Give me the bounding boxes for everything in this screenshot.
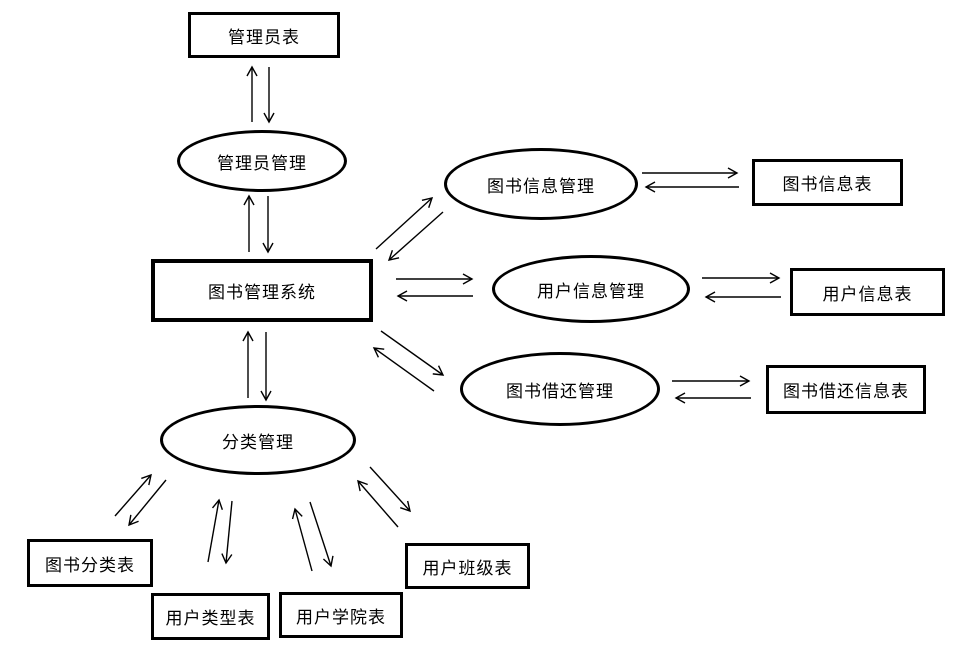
node-category-management: 分类管理 <box>160 405 356 475</box>
arrow-category-to-book-cat-table <box>128 479 167 527</box>
node-library-system-label: 图书管理系统 <box>208 283 316 303</box>
node-borrow-return-info-table: 图书借还信息表 <box>766 365 926 414</box>
node-book-category-table: 图书分类表 <box>27 539 153 587</box>
node-user-class-table: 用户班级表 <box>405 543 530 589</box>
node-user-college-table: 用户学院表 <box>279 592 403 638</box>
node-borrow-return-management: 图书借还管理 <box>460 352 660 426</box>
node-borrow-return-info-table-label: 图书借还信息表 <box>783 382 909 402</box>
node-admin-table-label: 管理员表 <box>228 27 300 48</box>
node-user-info-table-label: 用户信息表 <box>822 284 913 305</box>
node-book-info-management: 图书信息管理 <box>444 148 638 220</box>
node-user-type-table: 用户类型表 <box>151 593 270 640</box>
arrow-book-info-mgmt-to-system <box>387 211 444 261</box>
node-admin-management-label: 管理员管理 <box>217 153 307 174</box>
arrow-category-to-user-type-table <box>221 500 233 565</box>
node-user-class-table-label: 用户班级表 <box>422 558 513 579</box>
arrow-book-cat-table-to-category <box>114 473 152 517</box>
node-admin-table: 管理员表 <box>188 12 340 58</box>
node-book-info-table: 图书信息表 <box>752 159 903 206</box>
node-category-management-label: 分类管理 <box>222 432 294 453</box>
node-book-info-management-label: 图书信息管理 <box>487 176 595 197</box>
node-admin-management: 管理员管理 <box>177 130 347 192</box>
arrow-user-college-table-to-category <box>291 507 313 572</box>
arrow-borrow-mgmt-to-system <box>372 347 435 392</box>
node-user-college-table-label: 用户学院表 <box>296 607 386 628</box>
node-user-info-management: 用户信息管理 <box>492 255 690 323</box>
node-user-type-table-label: 用户类型表 <box>165 609 256 629</box>
arrow-system-to-borrow-mgmt <box>380 330 445 376</box>
arrow-user-class-table-to-category <box>357 479 399 528</box>
node-library-system: 图书管理系统 <box>151 259 373 322</box>
node-book-category-table-label: 图书分类表 <box>45 555 135 576</box>
node-user-info-management-label: 用户信息管理 <box>537 281 645 302</box>
arrow-category-to-user-college-table <box>309 501 334 568</box>
node-book-info-table-label: 图书信息表 <box>782 175 873 195</box>
arrow-system-to-book-info-mgmt <box>375 197 434 250</box>
arrow-user-type-table-to-category <box>207 498 224 563</box>
arrow-category-to-user-class-table <box>369 466 411 513</box>
node-user-info-table: 用户信息表 <box>790 268 945 316</box>
node-borrow-return-management-label: 图书借还管理 <box>506 381 614 402</box>
